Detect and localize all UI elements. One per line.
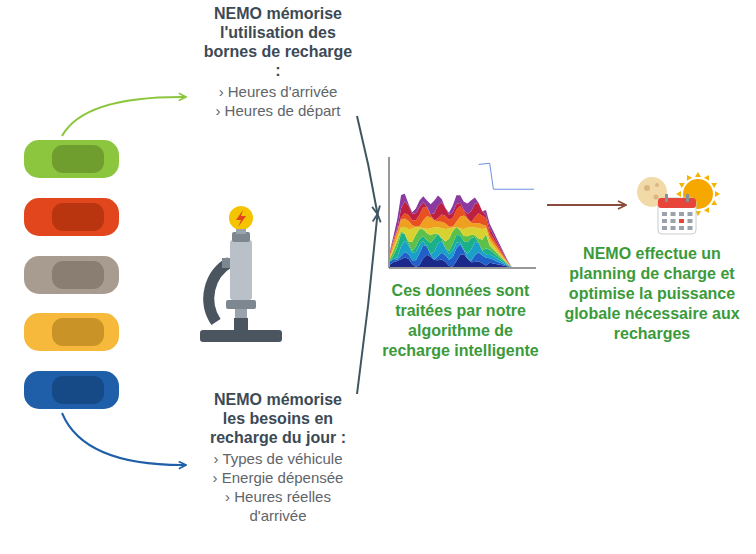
connector-arrow <box>357 214 378 394</box>
bullet-item: › Heures d'arrivée <box>203 82 353 101</box>
bullet-item: › Heures réelles d'arrivée <box>203 487 353 525</box>
connector-arrow <box>357 116 378 214</box>
block-heading: Ces données sont traitées par notre algo… <box>378 281 543 361</box>
chart-axis <box>389 157 536 268</box>
block-heading: NEMO mémorise les besoins en recharge du… <box>203 390 353 447</box>
car-arrow <box>62 97 186 136</box>
car-arrow <box>62 413 186 465</box>
calendar-icon <box>632 172 728 238</box>
info-block: NEMO mémorise l'utilisation des bornes d… <box>203 4 353 120</box>
chart-area <box>390 227 534 267</box>
chart-line <box>478 163 533 189</box>
block-heading: NEMO mémorise l'utilisation des bornes d… <box>203 4 353 80</box>
bullet-item: › Heures de départ <box>203 101 353 120</box>
microscope-icon <box>200 206 282 342</box>
car-grey <box>24 256 119 294</box>
stacked-chart <box>384 155 538 273</box>
bullet-item: › Types de véhicule <box>203 449 353 468</box>
result-block: NEMO effectue un planning de charge et o… <box>554 172 750 344</box>
car-yellow <box>24 313 119 351</box>
process-block: Ces données sont traitées par notre algo… <box>378 155 543 361</box>
car-red <box>24 198 119 236</box>
car-blue <box>24 371 119 409</box>
connector-arrow <box>547 204 626 206</box>
block-heading: NEMO effectue un planning de charge et o… <box>554 244 750 344</box>
chart-area <box>390 194 534 267</box>
chart-area <box>390 227 534 267</box>
info-block: NEMO mémorise les besoins en recharge du… <box>203 390 353 525</box>
car-green <box>24 140 119 178</box>
calendar-icon <box>637 172 720 234</box>
bullet-item: › Energie dépensée <box>203 468 353 487</box>
